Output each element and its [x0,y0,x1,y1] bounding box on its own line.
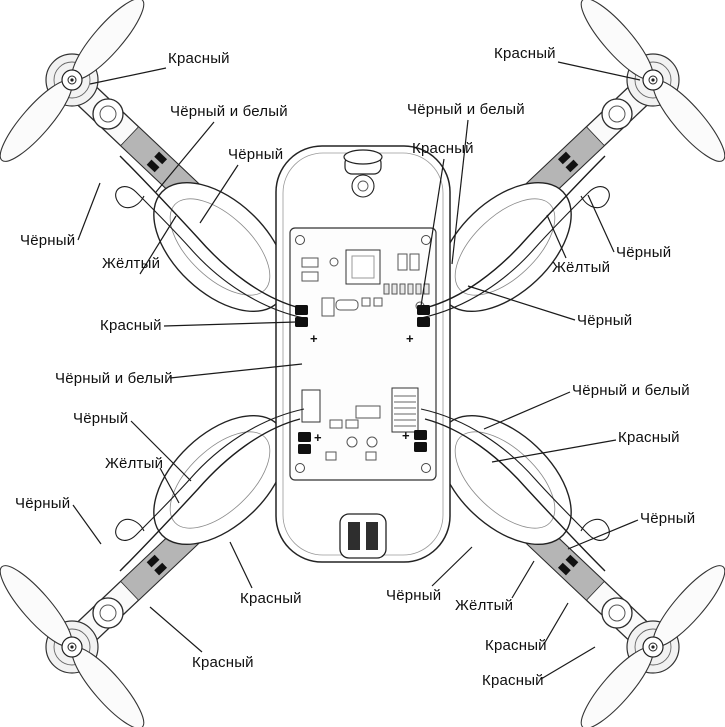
label-yellow-front-left: Жёлтый [102,255,161,272]
leader-line [567,519,639,550]
label-yellow-rear-right: Жёлтый [455,597,514,614]
leader-line [89,67,167,85]
label-blackwhite-rear-right: Чёрный и белый [572,382,690,399]
leader-line [540,646,596,680]
label-black-rear-right: Чёрный [640,510,696,527]
leader-line [199,164,239,224]
leader-line [467,285,576,321]
leader-lines [72,61,641,680]
leader-line [483,391,571,430]
camera-dome [343,149,383,198]
battery-bay [339,513,387,559]
leader-line [546,214,567,259]
leader-line [77,182,101,241]
leader-line [72,504,102,545]
label-black-front-right-outer: Чёрный [616,244,672,261]
label-black-front-right: Чёрный [577,312,633,329]
label-red-rear-right-prop: Красный [482,672,544,689]
leader-line [130,420,192,482]
label-black-front-left-outer: Чёрный [20,232,76,249]
plus-mark: + [310,331,318,346]
label-red-rear-left-connector: Красный [240,590,302,607]
label-yellow-front-right: Жёлтый [552,259,611,276]
label-red-rear-right-connector: Красный [618,429,680,446]
leader-line [155,121,215,193]
label-black-rear-left-outer: Чёрный [15,495,71,512]
rear-left-arm [0,390,311,727]
front-right-arm [414,0,725,337]
label-red-front-left-connector: Красный [100,317,162,334]
leader-line [159,467,180,504]
label-black-front-left: Чёрный [228,146,284,163]
leader-line [431,546,473,587]
drone-body [275,145,451,563]
leader-line [543,602,569,645]
leader-line [229,541,253,589]
leader-line [163,321,297,327]
label-blackwhite-front-left: Чёрный и белый [170,103,288,120]
leader-line [511,560,535,599]
pcb [289,227,437,481]
label-yellow-rear-left: Жёлтый [105,455,164,472]
label-red-rear-left-prop: Красный [192,654,254,671]
power-connectors: + + + + [295,305,430,454]
leader-line [491,439,617,463]
label-blackwhite-rear-left: Чёрный и белый [55,370,173,387]
leader-line [169,363,303,379]
leader-line [139,215,177,275]
front-left-arm [0,0,311,337]
plus-mark: + [406,331,414,346]
label-red-front-right-connector: Красный [412,140,474,157]
leader-line [149,606,203,653]
leader-line [557,61,641,81]
leader-line [587,194,615,253]
label-red-rear-right-inner: Красный [485,637,547,654]
plus-mark: + [314,430,322,445]
label-black-rear-left: Чёрный [73,410,129,427]
label-red-front-left-prop: Красный [168,50,230,67]
leader-line [420,158,445,307]
label-black-rear-right-inner: Чёрный [386,587,442,604]
label-red-front-right-prop: Красный [494,45,556,62]
plus-mark: + [402,428,410,443]
label-blackwhite-front-right: Чёрный и белый [407,101,525,118]
leader-line [451,119,469,265]
